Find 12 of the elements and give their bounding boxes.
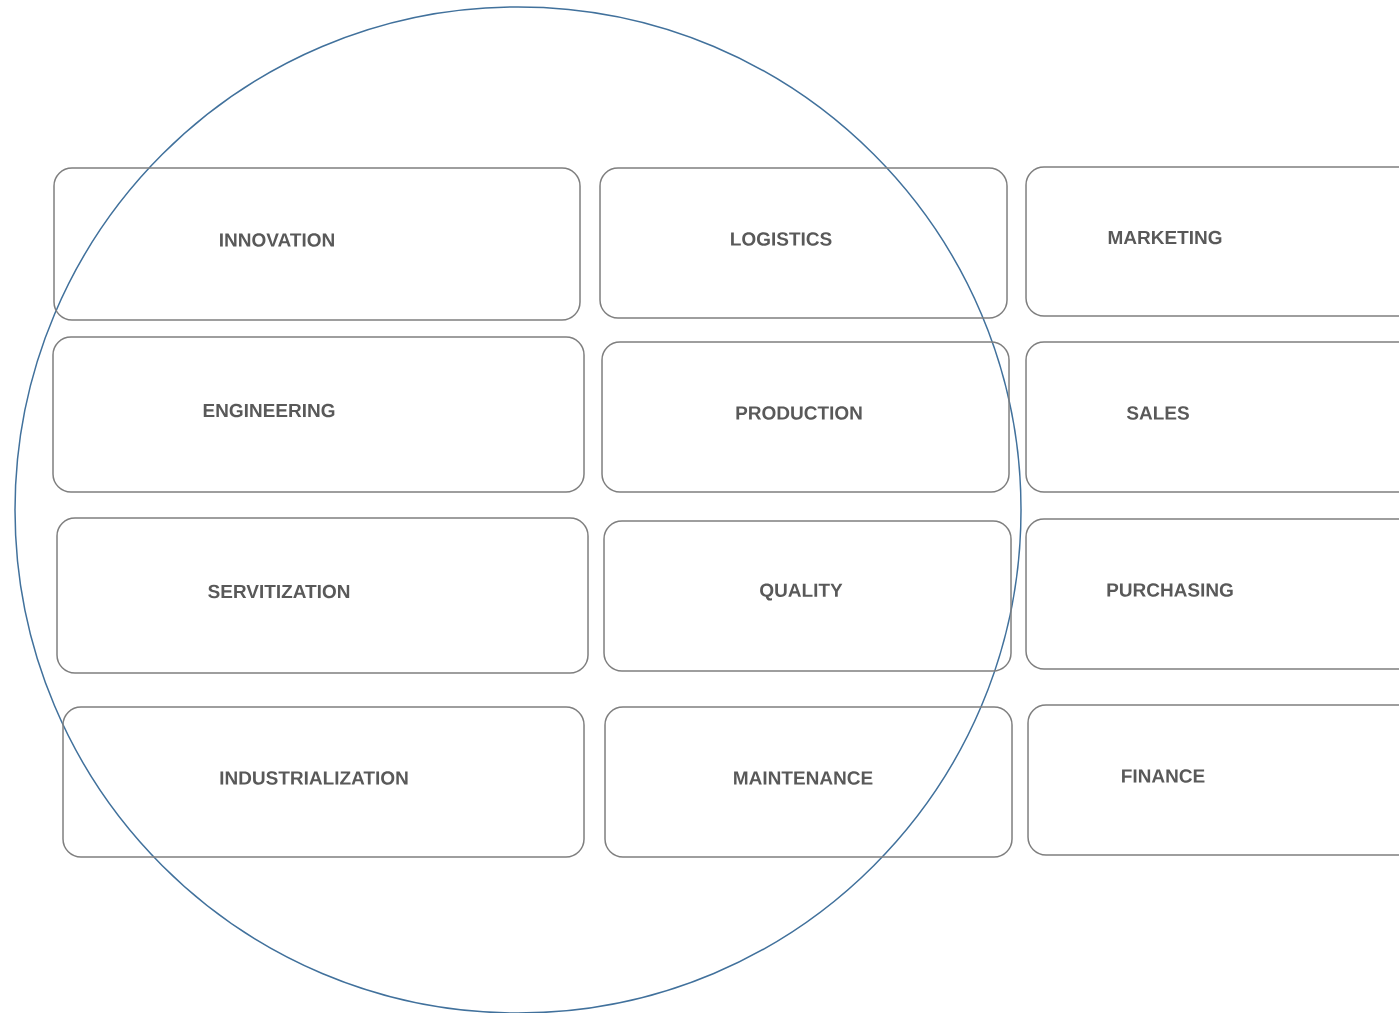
process-box: PURCHASING: [1025, 518, 1399, 670]
process-box: SALES: [1025, 341, 1399, 493]
process-box: INDUSTRIALIZATION: [62, 706, 585, 858]
process-box: MARKETING: [1025, 166, 1399, 317]
process-box: INNOVATION: [53, 167, 581, 321]
process-box: FINANCE: [1027, 704, 1399, 856]
process-box: SERVITIZATION: [56, 517, 589, 674]
process-box: PRODUCTION: [601, 341, 1010, 493]
process-box: ENGINEERING: [52, 336, 585, 493]
process-box: MAINTENANCE: [604, 706, 1013, 858]
process-box: QUALITY: [603, 520, 1012, 672]
process-box: LOGISTICS: [599, 167, 1008, 319]
